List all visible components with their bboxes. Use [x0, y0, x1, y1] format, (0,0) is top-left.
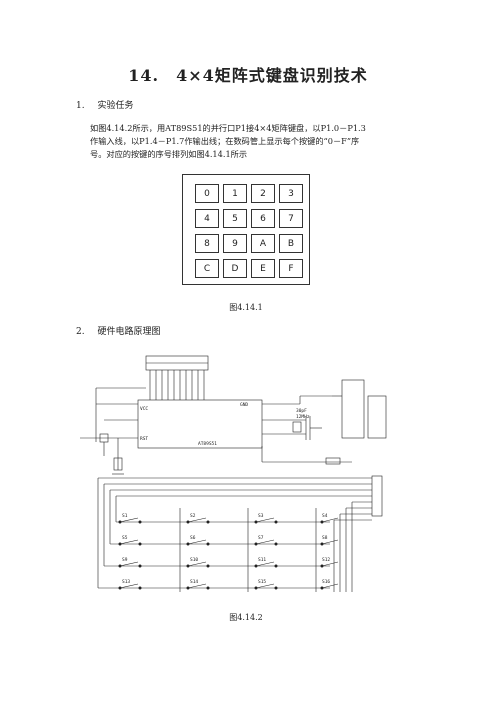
task-paragraph: 如图4.14.2所示，用AT89S51的并行口P1接4×4矩阵键盘，以P1.0－… [90, 122, 430, 161]
crystal [292, 421, 302, 433]
switch-label-s12: S12 [322, 557, 330, 563]
key-0: 0 [195, 184, 219, 203]
section-2-title: 硬件电路原理图 [97, 327, 161, 337]
rst-label: RST [140, 436, 148, 442]
paragraph-line-1: 如图4.14.2所示，用AT89S51的并行口P1接4×4矩阵键盘，以P1.0－… [90, 123, 366, 133]
switch-s14 [186, 583, 210, 590]
switch-s9 [118, 561, 142, 568]
keypad-row-lines [97, 477, 372, 588]
switch-s3 [254, 517, 278, 524]
bus-resistor [325, 457, 341, 465]
key-8: 8 [195, 234, 219, 253]
paragraph-line-3: 号。对应的按键的序号排列如图4.14.1所示 [90, 149, 248, 159]
switch-s4 [320, 517, 339, 524]
switch-s10 [186, 561, 210, 568]
switch-s8 [320, 539, 339, 546]
cap-label: 30pF [296, 408, 307, 414]
switch-label-s4: S4 [322, 513, 328, 519]
key-d: D [223, 259, 247, 278]
figure-2-caption: 图4.14.2 [229, 613, 263, 622]
switch-s5 [118, 539, 142, 546]
keypad-switch-matrix [98, 508, 330, 592]
vcc-label: VCC [140, 406, 148, 412]
switch-s11 [254, 561, 278, 568]
switch-label-s2: S2 [190, 513, 196, 519]
reset-resistor [113, 457, 123, 471]
paragraph-line-2: 作输入线，以P1.4－P1.7作输出线；在数码管上显示每个按键的“0－F”序 [90, 136, 360, 146]
switch-label-s5: S5 [122, 535, 128, 541]
switch-s7 [254, 539, 278, 546]
key-7: 7 [279, 209, 303, 228]
key-4: 4 [195, 209, 219, 228]
switch-label-s15: S15 [258, 579, 266, 585]
switch-s6 [186, 539, 210, 546]
switch-label-s14: S14 [190, 579, 198, 585]
switch-label-s13: S13 [122, 579, 130, 585]
key-e: E [251, 259, 275, 278]
switch-label-s8: S8 [322, 535, 328, 541]
key-b: B [279, 234, 303, 253]
gnd-label: GND [240, 402, 248, 408]
key-c: C [195, 259, 219, 278]
keypad-column-lines [333, 501, 372, 592]
switch-s2 [186, 517, 210, 524]
section-1-number: 1. [76, 101, 85, 111]
switch-s13 [118, 583, 142, 590]
keypad-figure: 0 1 2 3 4 5 6 7 8 9 A B C D E F [182, 174, 310, 285]
section-2-number: 2. [76, 327, 85, 337]
pullup-lines [149, 370, 205, 400]
display-driver [367, 395, 387, 439]
section-2-heading: 2. 硬件电路原理图 [76, 324, 160, 337]
switch-label-s1: S1 [122, 513, 128, 519]
switch-label-s11: S11 [258, 557, 266, 563]
key-f: F [279, 259, 303, 278]
key-6: 6 [251, 209, 275, 228]
crystal-label: 12MHz [296, 414, 310, 420]
switch-s16 [320, 583, 339, 590]
section-1-heading: 1. 实验任务 [76, 98, 133, 111]
switch-label-s16: S16 [322, 579, 330, 585]
switch-label-s6: S6 [190, 535, 196, 541]
section-1-title: 实验任务 [97, 101, 134, 111]
switch-s1 [118, 517, 142, 524]
switch-label-s3: S3 [258, 513, 264, 519]
key-1: 1 [223, 184, 247, 203]
switch-label-s9: S9 [122, 557, 128, 563]
key-a: A [251, 234, 275, 253]
switch-s12 [320, 561, 339, 568]
port-connector [371, 475, 383, 517]
switch-label-s7: S7 [258, 535, 264, 541]
page-title: 14. 4×4矩阵式键盘识别技术 [128, 66, 368, 85]
key-9: 9 [223, 234, 247, 253]
key-3: 3 [279, 184, 303, 203]
switch-s15 [254, 583, 278, 590]
key-2: 2 [251, 184, 275, 203]
display-digit [341, 379, 365, 439]
mcu-chip [137, 399, 263, 449]
figure-1-caption: 图4.14.1 [229, 303, 263, 312]
key-5: 5 [223, 209, 247, 228]
switch-label-s10: S10 [190, 557, 198, 563]
mcu-label: AT89S51 [198, 441, 217, 447]
